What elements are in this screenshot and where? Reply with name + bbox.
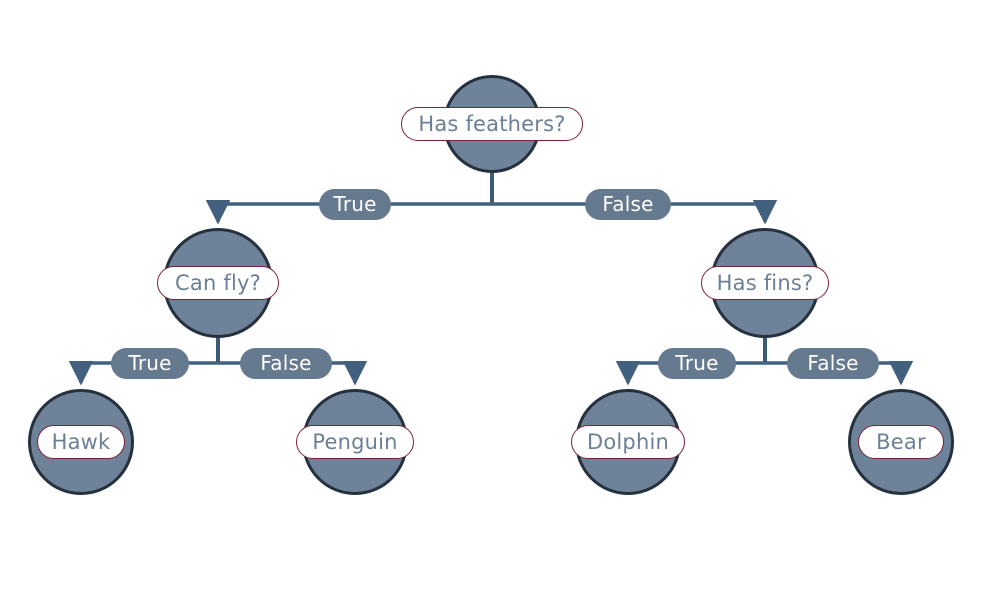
edge-root-to-hasfins [492, 199, 778, 225]
node-label-hawk[interactable]: Hawk [37, 425, 125, 459]
edge-label-root-true[interactable]: True [319, 188, 391, 220]
edge-label-hasfins-false[interactable]: False [787, 347, 879, 379]
node-label-dolphin[interactable]: Dolphin [571, 425, 685, 459]
edge-label-canfly-true[interactable]: True [111, 347, 189, 379]
edge-root-to-canfly [205, 199, 492, 225]
node-label-canfly[interactable]: Can fly? [157, 266, 279, 300]
edge-label-root-false[interactable]: False [585, 188, 671, 220]
edge-label-canfly-false[interactable]: False [240, 347, 332, 379]
edge-label-hasfins-true[interactable]: True [658, 347, 736, 379]
node-label-penguin[interactable]: Penguin [296, 425, 414, 459]
node-label-bear[interactable]: Bear [858, 425, 944, 459]
node-label-hasfins[interactable]: Has fins? [701, 266, 829, 300]
node-label-root[interactable]: Has feathers? [401, 107, 583, 141]
